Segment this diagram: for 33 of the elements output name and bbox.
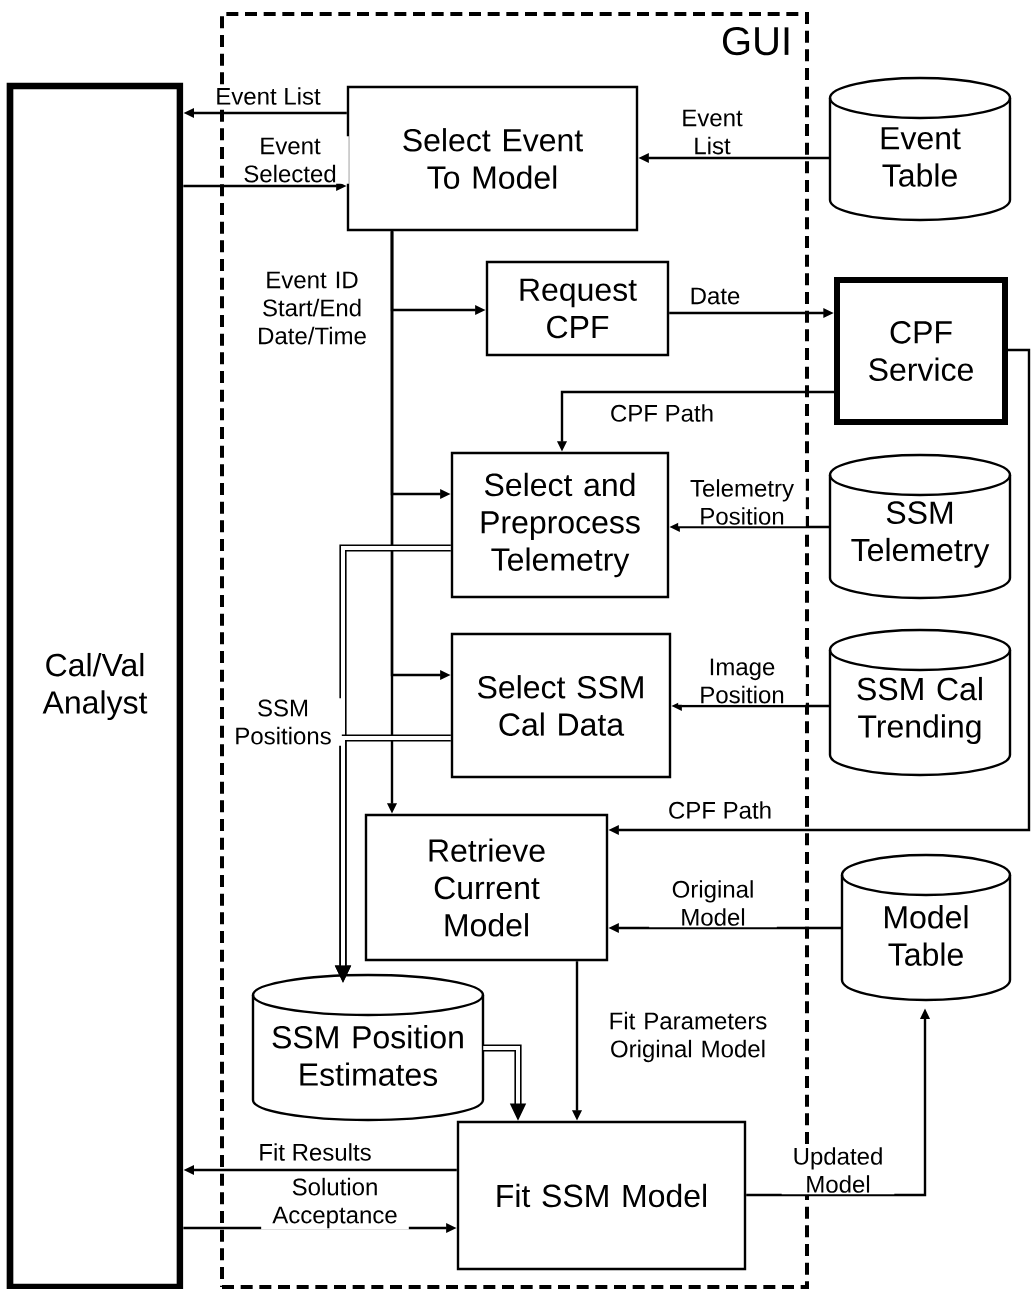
edge-label: Event List	[213, 85, 323, 107]
edge-label: Event ID Start/End Date/Time	[245, 270, 379, 346]
node-label: Event Table	[881, 127, 961, 187]
edge-label: Event Selected	[231, 136, 349, 184]
process-box: Request CPF	[485, 260, 670, 357]
process-box: Fit SSM Model	[456, 1120, 747, 1271]
edge-label: CPF Path	[666, 799, 774, 821]
database-cylinder: SSM Telemetry	[828, 453, 1012, 600]
process-box: Select Event To Model	[346, 85, 639, 232]
edge-label: Date	[688, 286, 742, 306]
edge-label: Image Position	[678, 657, 806, 705]
service-box: CPF Service	[834, 277, 1008, 425]
edge-label: Original Model	[649, 878, 777, 928]
node-label: Model Table	[885, 905, 968, 966]
process-box: Select SSM Cal Data	[450, 632, 672, 779]
database-cylinder: Event Table	[828, 76, 1012, 222]
edge-label: Solution Acceptance	[261, 1176, 409, 1230]
database-cylinder: SSM Cal Trending	[828, 628, 1012, 777]
actor-box: Cal/Val Analyst	[6, 82, 184, 1289]
database-cylinder: Model Table	[840, 853, 1012, 1002]
node-label: SSM Position Estimates	[272, 1025, 463, 1086]
edge-label: Fit Parameters Original Model	[591, 1010, 785, 1064]
edge-label: Telemetry Position	[678, 477, 806, 527]
process-box: Select and Preprocess Telemetry	[450, 451, 670, 599]
edge-label: SSM Positions	[224, 698, 342, 746]
edge-label: Updated Model	[781, 1145, 895, 1195]
edge-label: CPF Path	[608, 402, 716, 424]
edge-label: Fit Results	[257, 1141, 373, 1163]
edge-label: Event List	[668, 108, 756, 156]
process-box: Retrieve Current Model	[364, 813, 609, 962]
node-label: SSM Telemetry	[851, 501, 990, 568]
database-cylinder: SSM Position Estimates	[251, 973, 485, 1122]
node-label: SSM Cal Trending	[857, 676, 982, 745]
